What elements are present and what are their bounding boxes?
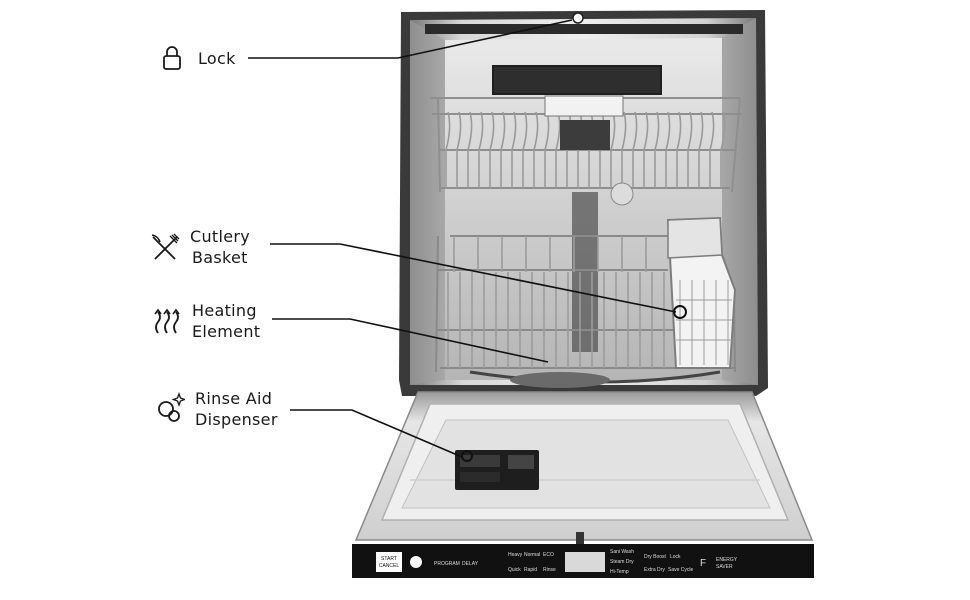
upper-spray-hub <box>560 120 610 150</box>
cycle-rapid[interactable]: Rapid <box>524 567 537 573</box>
option-steam-dry[interactable]: Steam Dry <box>610 559 634 565</box>
callout-rinse: Rinse Aid Dispenser <box>155 388 278 430</box>
callout-heating: Heating Element <box>152 300 260 342</box>
rinse-aid-dispenser <box>455 450 539 490</box>
cutlery-basket <box>666 216 737 369</box>
callout-heating-line2: Element <box>192 322 261 341</box>
cycle-rinse[interactable]: Rinse <box>543 567 556 573</box>
leader-heating <box>272 318 549 363</box>
power-indicator[interactable] <box>410 556 422 568</box>
lower-rack-tines <box>447 236 665 368</box>
callout-cutlery-line1: Cutlery <box>190 227 251 246</box>
saver-label: SAVER <box>716 564 733 570</box>
lower-spray-arm <box>510 372 610 388</box>
cycle-eco[interactable]: ECO <box>543 552 554 558</box>
cycle-quick[interactable]: Quick <box>508 567 521 573</box>
cancel-label: CANCEL <box>379 563 400 569</box>
callout-lock: Lock <box>158 44 236 74</box>
door-latch <box>576 532 584 544</box>
option-sani-wash[interactable]: Sani Wash <box>610 549 634 555</box>
callout-lock-label: Lock <box>198 49 236 68</box>
control-panel: START CANCEL PROGRAM DELAY Heavy Normal … <box>352 544 814 578</box>
leader-lines <box>248 19 677 458</box>
leader-rinse <box>290 409 463 458</box>
cycle-heavy[interactable]: Heavy <box>508 552 523 558</box>
rinse-aid-icon <box>158 392 185 422</box>
option-save-cycle[interactable]: Save Cycle <box>668 567 694 573</box>
cycle-normal[interactable]: Normal <box>524 552 540 558</box>
delay-label: DELAY <box>462 561 479 567</box>
upper-rack-handle <box>544 95 624 117</box>
callout-rinse-line2: Dispenser <box>195 410 278 429</box>
energy-label: ENERGY <box>716 557 738 563</box>
callout-cutlery-line2: Basket <box>192 248 248 267</box>
option-extra-dry[interactable]: Extra Dry <box>644 567 665 573</box>
display-screen <box>565 552 605 572</box>
option-lock[interactable]: Lock <box>670 554 681 560</box>
center-supply-tube <box>572 192 598 352</box>
door <box>354 391 814 544</box>
start-cancel-button[interactable] <box>376 552 402 572</box>
program-label: PROGRAM <box>434 561 460 567</box>
option-hi-temp[interactable]: Hi-Temp <box>610 569 629 575</box>
lock-icon <box>163 46 181 70</box>
cutlery-icon <box>151 233 180 260</box>
leader-lock <box>248 19 573 59</box>
leader-cutlery <box>270 243 677 313</box>
callout-heating-line1: Heating <box>192 301 257 320</box>
heat-waves-icon <box>154 308 180 334</box>
start-label: START <box>381 556 397 562</box>
callout-cutlery: Cutlery Basket <box>150 226 250 268</box>
energy-mark: F <box>700 558 706 569</box>
callout-rinse-line1: Rinse Aid <box>195 389 273 408</box>
upper-spray-arm <box>610 182 634 206</box>
option-dry-boost[interactable]: Dry Boost <box>644 554 667 560</box>
